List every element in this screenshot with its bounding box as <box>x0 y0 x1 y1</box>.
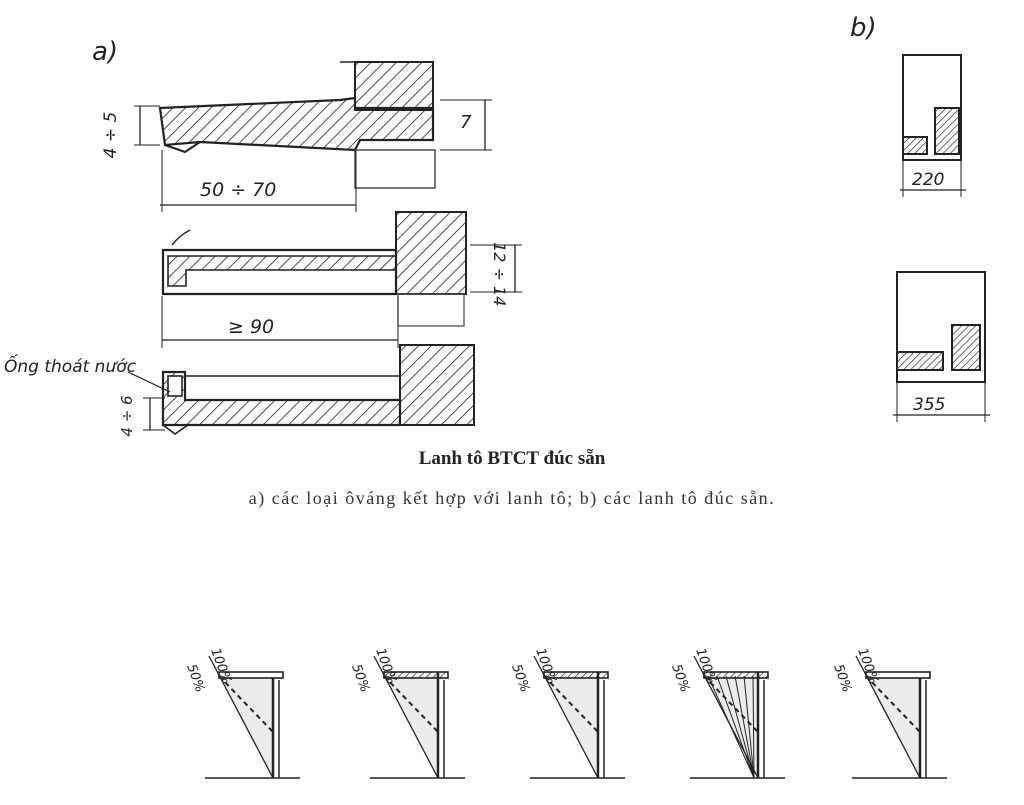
shading-diagram-2: 100%50% <box>348 646 465 779</box>
precast-lintel-1 <box>900 54 966 197</box>
label-full-4: 100% <box>692 646 719 686</box>
dim-length-2: ≥ 90 <box>228 316 274 338</box>
shading-diagram-3: 100%50% <box>508 646 625 779</box>
figure-b-label: b) <box>850 13 877 43</box>
shading-diagram-4: 100%50% <box>668 646 785 779</box>
shading-diagrams: 100%50%100%50%100%50%100%50%100%50% <box>183 646 947 779</box>
dim-thickness-1: 4 ÷ 5 <box>101 112 121 159</box>
dim-height-2: 12 ÷ 14 <box>490 242 509 306</box>
lintel-width-2: 355 <box>913 395 945 415</box>
precast-lintel-2 <box>893 271 990 422</box>
label-full-5: 100% <box>854 646 881 686</box>
label-half-4: 50% <box>668 662 692 694</box>
label-half-3: 50% <box>508 662 532 694</box>
canopy-section-3 <box>127 344 475 435</box>
figure-caption-title: Lanh tô BTCT đúc sẵn <box>418 448 606 469</box>
canopy-section-2 <box>161 211 522 348</box>
label-full-3: 100% <box>532 646 559 686</box>
label-half-2: 50% <box>348 662 372 694</box>
figure-a-label: a) <box>92 37 118 67</box>
dim-thickness-3: 4 ÷ 6 <box>118 395 136 436</box>
label-half-5: 50% <box>830 662 854 694</box>
shading-diagram-5: 100%50% <box>830 646 947 779</box>
dim-height-1: 7 <box>460 112 472 133</box>
drain-pipe-label: Ống thoát nước <box>4 353 137 377</box>
lintel-width-1: 220 <box>912 170 944 190</box>
label-full-1: 100% <box>207 646 234 686</box>
label-full-2: 100% <box>372 646 399 686</box>
figure-caption-subtitle: a) các loại ôváng kết hợp với lanh tô; b… <box>248 488 776 508</box>
label-half-1: 50% <box>183 662 207 694</box>
canopy-section-1 <box>134 61 492 212</box>
shading-diagram-1: 100%50% <box>183 646 300 779</box>
dim-length-1: 50 ÷ 70 <box>200 179 276 201</box>
